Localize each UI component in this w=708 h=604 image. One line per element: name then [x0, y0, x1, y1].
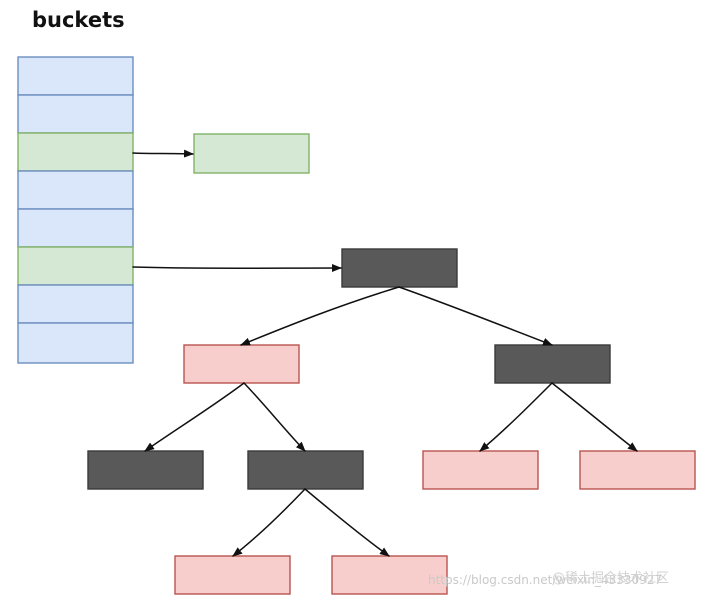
- tree-node-right-right: [579, 450, 696, 490]
- watermark: https://blog.csdn.net/weixin_43330927 @稀…: [428, 570, 669, 587]
- arrow-right-to-right-left: [479, 382, 553, 452]
- bucket-slot-4: [17, 208, 134, 248]
- arrow-left-right-to-right: [304, 488, 390, 557]
- diagram-title: buckets: [32, 8, 125, 32]
- arrow-root-to-right: [398, 286, 553, 346]
- arrow-bucket-to-tree-root: [132, 264, 342, 273]
- tree-node-left-right-left: [174, 555, 291, 595]
- bucket-slot-7: [17, 322, 134, 364]
- tree-node-left: [183, 344, 300, 384]
- connector-arrows: [132, 149, 638, 557]
- arrow-bucket-to-list-node: [132, 149, 194, 158]
- bucket-slot-2: [17, 132, 134, 172]
- watermark-url: https://blog.csdn.net/weixin_43330927: [428, 573, 662, 587]
- tree-node-root: [341, 248, 458, 288]
- arrow-root-to-left: [240, 286, 400, 346]
- red-black-tree: [87, 248, 696, 595]
- tree-node-left-right-right: [331, 555, 448, 595]
- arrow-right-to-right-right: [551, 382, 638, 452]
- buckets-array: [17, 56, 134, 364]
- bucket-slot-5: [17, 246, 134, 286]
- list-node: [193, 133, 310, 174]
- bucket-slot-1: [17, 94, 134, 134]
- arrow-left-to-left-right: [243, 382, 306, 452]
- tree-node-left-right: [247, 450, 364, 490]
- tree-node-left-left: [87, 450, 204, 490]
- arrow-left-to-left-left: [144, 382, 245, 452]
- tree-node-right-left: [422, 450, 539, 490]
- watermark-label: @稀土掘金技术社区: [552, 570, 669, 586]
- arrow-left-right-to-left: [232, 488, 306, 557]
- bucket-slot-6: [17, 284, 134, 324]
- bucket-slot-0: [17, 56, 134, 96]
- bucket-slot-3: [17, 170, 134, 210]
- tree-node-right: [494, 344, 611, 384]
